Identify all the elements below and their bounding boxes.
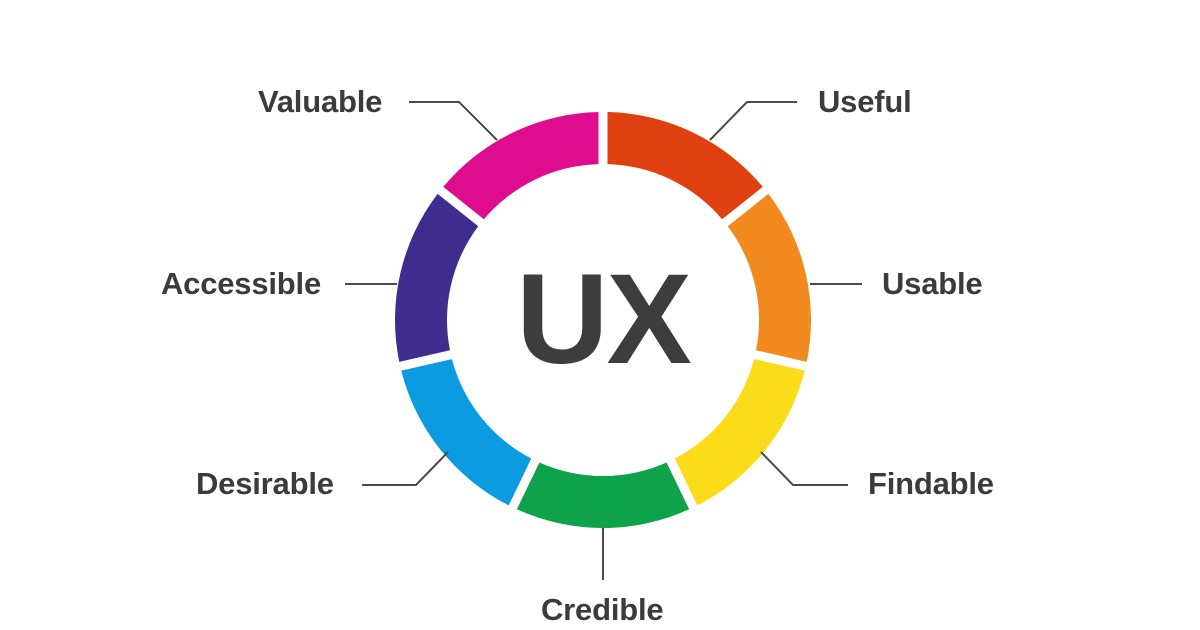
label-findable: Findable [868,466,994,501]
leader-line-desirable [362,451,449,486]
ring-segment-accessible [395,193,479,362]
label-valuable: Valuable [258,84,383,119]
label-accessible: Accessible [161,266,321,301]
label-desirable: Desirable [196,466,334,501]
ring-segment-findable [674,359,805,506]
ring-segment-useful [607,112,763,220]
label-usable: Usable [882,266,983,301]
leader-line-useful [709,101,797,141]
ux-ring [395,112,811,529]
ring-segment-desirable [401,359,532,506]
leader-line-valuable [409,101,498,141]
ring-segment-credible [516,462,690,529]
ring-segment-usable [727,193,811,362]
leader-lines [345,101,862,580]
label-credible: Credible [541,592,664,627]
ux-center-title: UX [516,248,692,391]
ring-segment-valuable [443,112,599,220]
leader-line-findable [760,451,848,486]
label-useful: Useful [818,84,912,119]
